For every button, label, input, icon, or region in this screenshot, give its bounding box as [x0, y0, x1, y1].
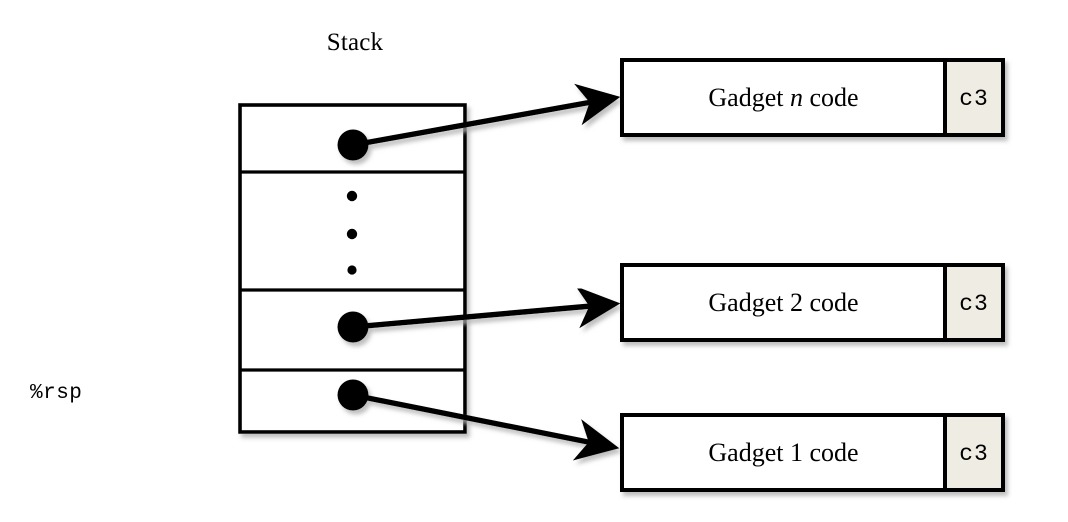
gadget-n-label-suffix: code	[803, 83, 859, 112]
stack-pointer-dot-2	[337, 311, 369, 343]
gadget-2-outer-border	[620, 263, 1005, 342]
arrow-cell-to-gadget-2	[337, 286, 621, 343]
gadget-1-ret-cell-fill	[945, 417, 1001, 488]
gadget-n-code-label: Gadget n code	[622, 83, 945, 113]
gadget-n-outer-border	[620, 58, 1005, 137]
gadget-1-label-index: 1	[790, 438, 803, 467]
gadget-box-1	[620, 413, 1005, 492]
stack-pointer-dot-1	[337, 379, 369, 411]
arrow-cell-to-gadget-n	[337, 83, 621, 161]
gadget-2-ret-cell-fill	[945, 267, 1001, 338]
gadget-box-2	[620, 263, 1005, 342]
gadget-1-ret-byte-label: c3	[959, 441, 989, 467]
vertical-ellipsis-icon	[346, 190, 358, 275]
ellipsis-dot-2	[346, 228, 358, 240]
gadget-n-label-prefix: Gadget	[708, 83, 790, 112]
gadget-1-label-suffix: code	[803, 438, 859, 467]
stack-pointer-dot-n	[337, 129, 369, 161]
gadget-n-label-index: n	[790, 83, 803, 112]
arrow-cell-to-gadget-1	[337, 379, 620, 461]
ellipsis-dot-1	[346, 190, 358, 202]
rsp-register-label: %rsp	[30, 382, 83, 405]
gadget-1-label-prefix: Gadget	[708, 438, 790, 467]
gadget-box-n	[620, 58, 1005, 137]
gadget-2-label-index: 2	[790, 288, 803, 317]
ellipsis-dot-3	[347, 265, 357, 275]
gadget-2-label-suffix: code	[803, 288, 859, 317]
gadget-1-code-label: Gadget 1 code	[622, 438, 945, 468]
gadget-n-ret-byte-label: c3	[959, 86, 989, 112]
gadget-2-ret-byte-label: c3	[959, 291, 989, 317]
gadget-2-code-label: Gadget 2 code	[622, 288, 945, 318]
gadget-1-outer-border	[620, 413, 1005, 492]
stack-title-label: Stack	[326, 29, 384, 56]
gadget-n-ret-cell-fill	[945, 62, 1001, 133]
gadget-2-label-prefix: Gadget	[708, 288, 790, 317]
